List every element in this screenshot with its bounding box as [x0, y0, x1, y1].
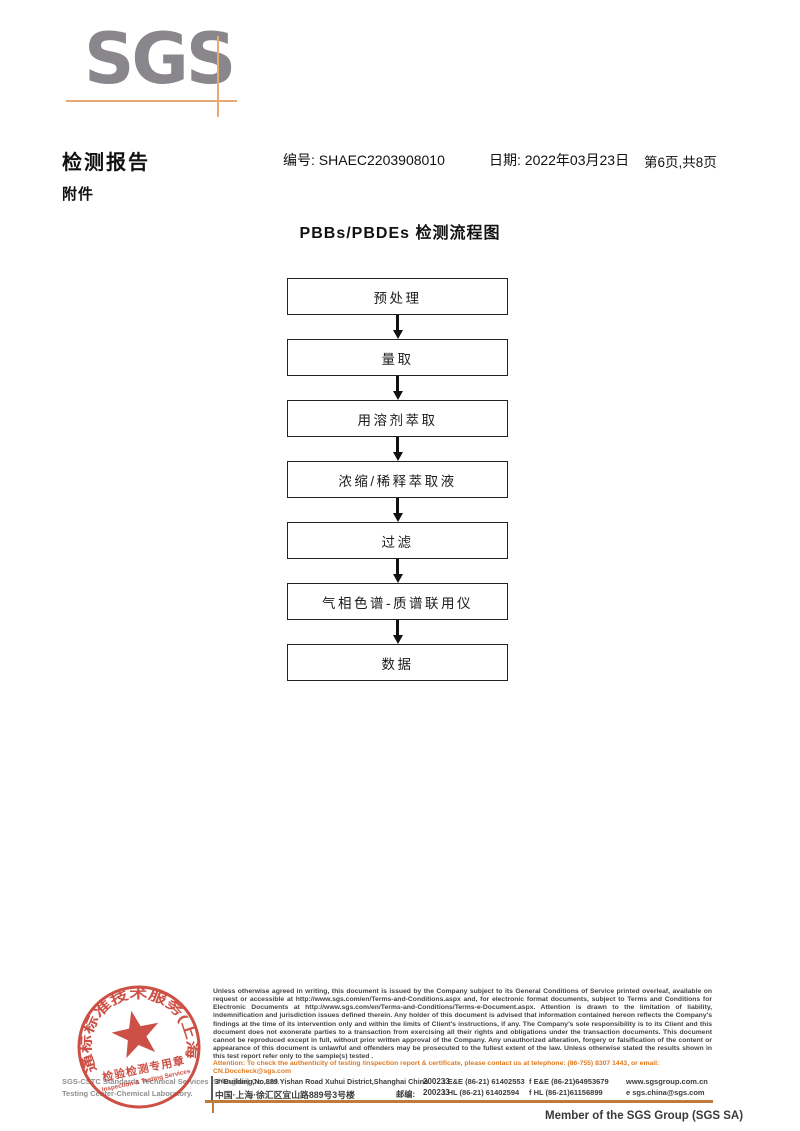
flow-arrow: [287, 376, 508, 400]
flow-step-solvent-extraction: 用溶剂萃取: [287, 400, 508, 437]
address-row-en: 3ʳᵈBuilding,No.889 Yishan Road Xuhui Dis…: [215, 1077, 712, 1089]
report-date-value: 2022年03月23日: [524, 152, 630, 168]
legal-disclaimer: Unless otherwise agreed in writing, this…: [213, 988, 712, 1061]
flowchart-title: PBBs/PBDEs 检测流程图: [299, 225, 501, 242]
report-date-label: 日期:: [489, 152, 521, 168]
report-title: 检测报告: [62, 152, 150, 174]
address-en: 3ʳᵈBuilding,No.889 Yishan Road Xuhui Dis…: [215, 1077, 429, 1086]
report-number-label: 编号:: [283, 152, 315, 168]
flow-step-pretreatment: 预处理: [287, 278, 508, 315]
flow-arrow: [287, 498, 508, 522]
arrow-down-icon: [392, 635, 403, 644]
phone-ee: t E&E (86-21) 61402553: [443, 1077, 525, 1086]
flow-arrow: [287, 620, 508, 644]
website-url: www.sgsgroup.com.cn: [626, 1077, 708, 1086]
report-number-value: SHAEC2203908010: [318, 152, 445, 168]
stamp-star-icon: [111, 1010, 159, 1059]
address-divider-line: [211, 1076, 213, 1100]
company-stamp: 通标标准技术服务(上海)有限公司 检验检测专用章 Inspection & Te…: [72, 980, 203, 1109]
postcode-en: 200233: [423, 1077, 450, 1086]
arrow-down-icon: [392, 391, 403, 400]
address-cn: 中国·上海·徐汇区宜山路889号3号楼: [215, 1090, 355, 1100]
address-row-cn: 中国·上海·徐汇区宜山路889号3号楼 邮编: 200233 t HL (86-…: [215, 1088, 712, 1100]
arrow-down-icon: [392, 513, 403, 522]
footer-orange-vline: [212, 1100, 214, 1113]
flow-step-measure: 量取: [287, 339, 508, 376]
footer-orange-line: [205, 1100, 713, 1103]
stamp-circle: [77, 985, 201, 1109]
arrow-down-icon: [392, 330, 403, 339]
flow-step-concentrate-dilute: 浓缩/稀释萃取液: [287, 461, 508, 498]
postcode-cn: 200233: [423, 1088, 450, 1097]
phone-hl: t HL (86-21) 61402594: [443, 1088, 520, 1097]
postcode-label-cn: 邮编:: [396, 1090, 416, 1099]
flow-step-gcms: 气相色谱-质谱联用仪: [287, 583, 508, 620]
flow-step-data: 数据: [287, 644, 508, 681]
arrow-down-icon: [392, 452, 403, 461]
page-indicator: 第6页,共8页: [644, 155, 717, 170]
company-name-en: SGS-CSTC Standards Technical Services (S…: [62, 1077, 280, 1086]
email-address: e sgs.china@sgs.com: [626, 1088, 705, 1097]
fax-hl: f HL (86-21)61156899: [529, 1088, 603, 1097]
flow-arrow: [287, 559, 508, 583]
flow-arrow: [287, 437, 508, 461]
report-date: 日期: 2022年03月23日: [489, 150, 629, 170]
company-lab-en: Testing Center-Chemical Laboratory.: [62, 1089, 193, 1098]
flow-step-filter: 过滤: [287, 522, 508, 559]
logo-crosshair-hline: [66, 100, 237, 102]
attachment-label: 附件: [62, 186, 95, 203]
logo-crosshair-vline: [217, 36, 219, 117]
arrow-down-icon: [392, 574, 403, 583]
fax-ee: f E&E (86-21)64953679: [529, 1077, 609, 1086]
sgs-member-text: Member of the SGS Group (SGS SA): [545, 1110, 744, 1122]
attention-note: Attention: To check the authenticity of …: [213, 1060, 660, 1076]
flow-arrow: [287, 315, 508, 339]
flowchart: 预处理 量取 用溶剂萃取 浓缩/稀释萃取液 过滤 气相色谱-质谱联用仪 数据: [287, 278, 508, 681]
report-number: 编号: SHAEC2203908010: [283, 150, 445, 170]
sgs-logo: SGS: [84, 18, 236, 100]
